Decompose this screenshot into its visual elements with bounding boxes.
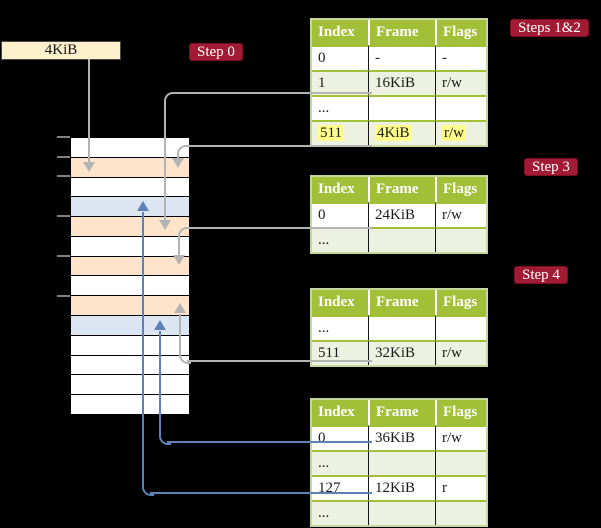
connector-corner: [142, 484, 154, 496]
connector-pte511-4kib-vertical: [177, 154, 179, 158]
highlighted-value: 511: [318, 125, 344, 141]
column-header-frame: Frame: [368, 400, 435, 425]
connector-pte0-24kib: [186, 227, 372, 229]
table-row: ...: [312, 450, 486, 475]
address-tick: [57, 215, 70, 217]
memory-frame-row: [71, 177, 189, 198]
memory-frame-row: [71, 316, 189, 336]
arrowhead-down-icon: [159, 220, 171, 230]
column-header-index: Index: [312, 177, 368, 202]
memory-frame-row: [71, 375, 189, 396]
column-header-flags: Flags: [435, 290, 486, 315]
address-tick: [57, 175, 70, 177]
connector-pte0-36kib: [167, 441, 372, 443]
page-table-steps-1-2: Index Frame Flags 0 - - 1 16KiB r/w ...: [310, 18, 488, 147]
connector-pte1-16kib-vertical: [164, 101, 166, 220]
connector-pte511-32kib-vertical: [179, 314, 181, 352]
highlighted-value: 4KiB: [375, 125, 412, 141]
memory-frame-row: [71, 197, 189, 218]
physical-memory-column: [70, 137, 190, 415]
column-header-index: Index: [312, 20, 368, 45]
connector-pte0-24kib-vertical: [178, 236, 180, 255]
address-tick: [57, 295, 70, 297]
memory-frame-row: [71, 157, 189, 178]
table-row: ...: [312, 315, 486, 340]
table-header-row: Index Frame Flags: [312, 400, 486, 425]
memory-frame-row: [71, 335, 189, 356]
column-header-flags: Flags: [435, 177, 486, 202]
table-row: ...: [312, 95, 486, 120]
connector-pte0-36kib-vertical: [159, 331, 161, 433]
arrowhead-up-icon: [154, 320, 166, 330]
table-header-row: Index Frame Flags: [312, 290, 486, 315]
badge-step-4: Step 4: [514, 266, 568, 284]
connector-pte511-32kib: [187, 360, 372, 362]
highlighted-value: r/w: [442, 125, 466, 141]
table-row: ...: [312, 500, 486, 525]
table-row-highlighted: 511 4KiB r/w: [312, 120, 486, 145]
arrowhead-up-icon: [174, 303, 186, 313]
column-header-index: Index: [312, 290, 368, 315]
connector-corner: [179, 352, 191, 364]
table-row: 1 16KiB r/w: [312, 70, 486, 95]
address-tick: [57, 136, 70, 138]
table-row: ...: [312, 227, 486, 252]
column-header-frame: Frame: [368, 177, 435, 202]
arrow-framesize-to-4kib: [88, 59, 90, 162]
badge-step-0: Step 0: [189, 43, 243, 61]
memory-frame-row: [71, 395, 189, 414]
arrowhead-down-icon: [173, 255, 185, 265]
table-row: 0 - -: [312, 45, 486, 70]
memory-frame-row: [71, 355, 189, 376]
arrowhead-down-icon: [83, 162, 95, 172]
page-table-step-3: Index Frame Flags 0 24KiB r/w ...: [310, 175, 488, 254]
column-header-frame: Frame: [368, 290, 435, 315]
column-header-index: Index: [312, 400, 368, 425]
memory-frame-row: [71, 256, 189, 277]
column-header-flags: Flags: [435, 20, 486, 45]
arrowhead-down-icon: [172, 158, 184, 168]
frame-size-box: 4KiB: [1, 41, 121, 60]
memory-frame-row: [71, 276, 189, 297]
column-header-flags: Flags: [435, 400, 486, 425]
column-header-frame: Frame: [368, 20, 435, 45]
address-tick: [57, 156, 70, 158]
connector-pte511-4kib: [185, 145, 372, 147]
table-row: 0 24KiB r/w: [312, 202, 486, 227]
badge-steps-1-2: Steps 1&2: [510, 19, 589, 37]
table-row: 0 36KiB r/w: [312, 425, 486, 450]
connector-pte1-16kib: [172, 92, 372, 94]
connector-corner: [159, 433, 171, 445]
connector-pte127-12kib-vertical: [142, 212, 144, 484]
memory-frame-row: [71, 296, 189, 317]
arrowhead-up-icon: [137, 201, 149, 211]
connector-corner: [164, 92, 176, 104]
address-tick: [57, 255, 70, 257]
table-header-row: Index Frame Flags: [312, 177, 486, 202]
memory-frame-row: [71, 138, 189, 158]
table-row: 127 12KiB r: [312, 475, 486, 500]
memory-frame-row: [71, 217, 189, 237]
memory-frame-row: [71, 236, 189, 257]
page-table-step-4: Index Frame Flags ... 511 32KiB r/w: [310, 288, 488, 367]
badge-step-3: Step 3: [524, 158, 578, 176]
connector-corner: [177, 145, 189, 157]
page-table-final-level: Index Frame Flags 0 36KiB r/w ... 127 12…: [310, 398, 488, 527]
table-header-row: Index Frame Flags: [312, 20, 486, 45]
connector-pte127-12kib: [150, 492, 372, 494]
connector-corner: [178, 227, 190, 239]
